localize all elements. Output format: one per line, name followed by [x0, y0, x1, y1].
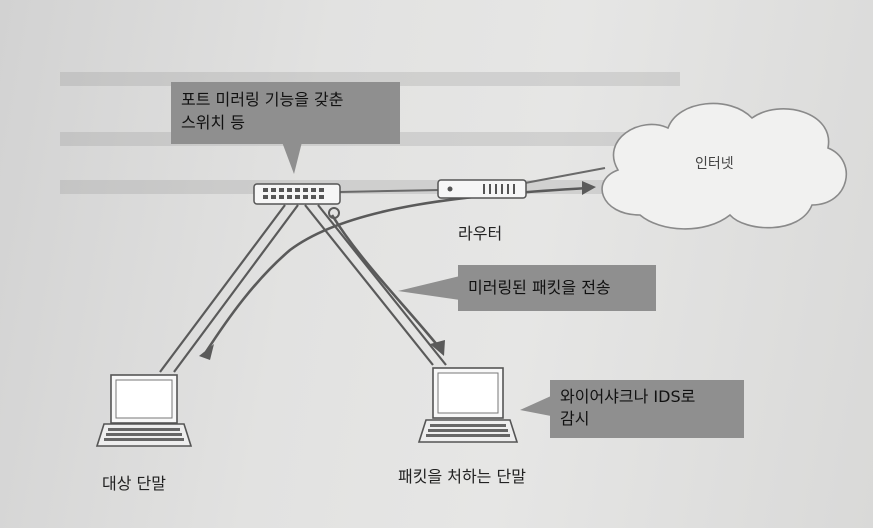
switch-callout-line1: 포트 미러링 기능을 갖춘: [181, 90, 344, 109]
laptop-icon: [417, 367, 519, 443]
mirror-callout-text: 미러링된 패킷을 전송: [468, 278, 611, 297]
mirror-callout: 미러링된 패킷을 전송: [458, 265, 656, 311]
laptop-icon: [95, 374, 193, 447]
internet-label: 인터넷: [695, 156, 734, 172]
callout-pointer-mirror: [398, 276, 460, 300]
network-switch-icon: [253, 183, 341, 205]
router-internet-cable: [524, 167, 606, 184]
router-icon: [437, 179, 527, 199]
router-label: 라우터: [458, 224, 503, 243]
mirror-flow-arrow: [330, 214, 440, 347]
mirror-point: [328, 207, 340, 219]
callout-pointer-switch: [282, 142, 302, 174]
switch-capture-link: [304, 204, 447, 366]
monitor-callout: 와이어샤크나 IDS로 감시: [550, 380, 744, 438]
capture-terminal-label: 패킷을 처하는 단말: [398, 467, 526, 486]
switch-router-cable: [339, 189, 441, 193]
callout-pointer-monitor: [520, 396, 551, 416]
switch-callout: 포트 미러링 기능을 갖춘 스위치 등: [171, 82, 400, 144]
arrow-head-internet: [582, 181, 596, 195]
target-terminal-label: 대상 단말: [102, 474, 166, 493]
cloud-icon: [601, 102, 847, 230]
switch-target-link: [159, 204, 299, 373]
arrow-head-capture: [430, 340, 445, 356]
arrow-head-target: [199, 344, 214, 360]
switch-callout-line2: 스위치 등: [181, 113, 245, 132]
monitor-callout-line2: 감시: [560, 409, 590, 428]
monitor-callout-line1: 와이어샤크나 IDS로: [560, 387, 696, 406]
